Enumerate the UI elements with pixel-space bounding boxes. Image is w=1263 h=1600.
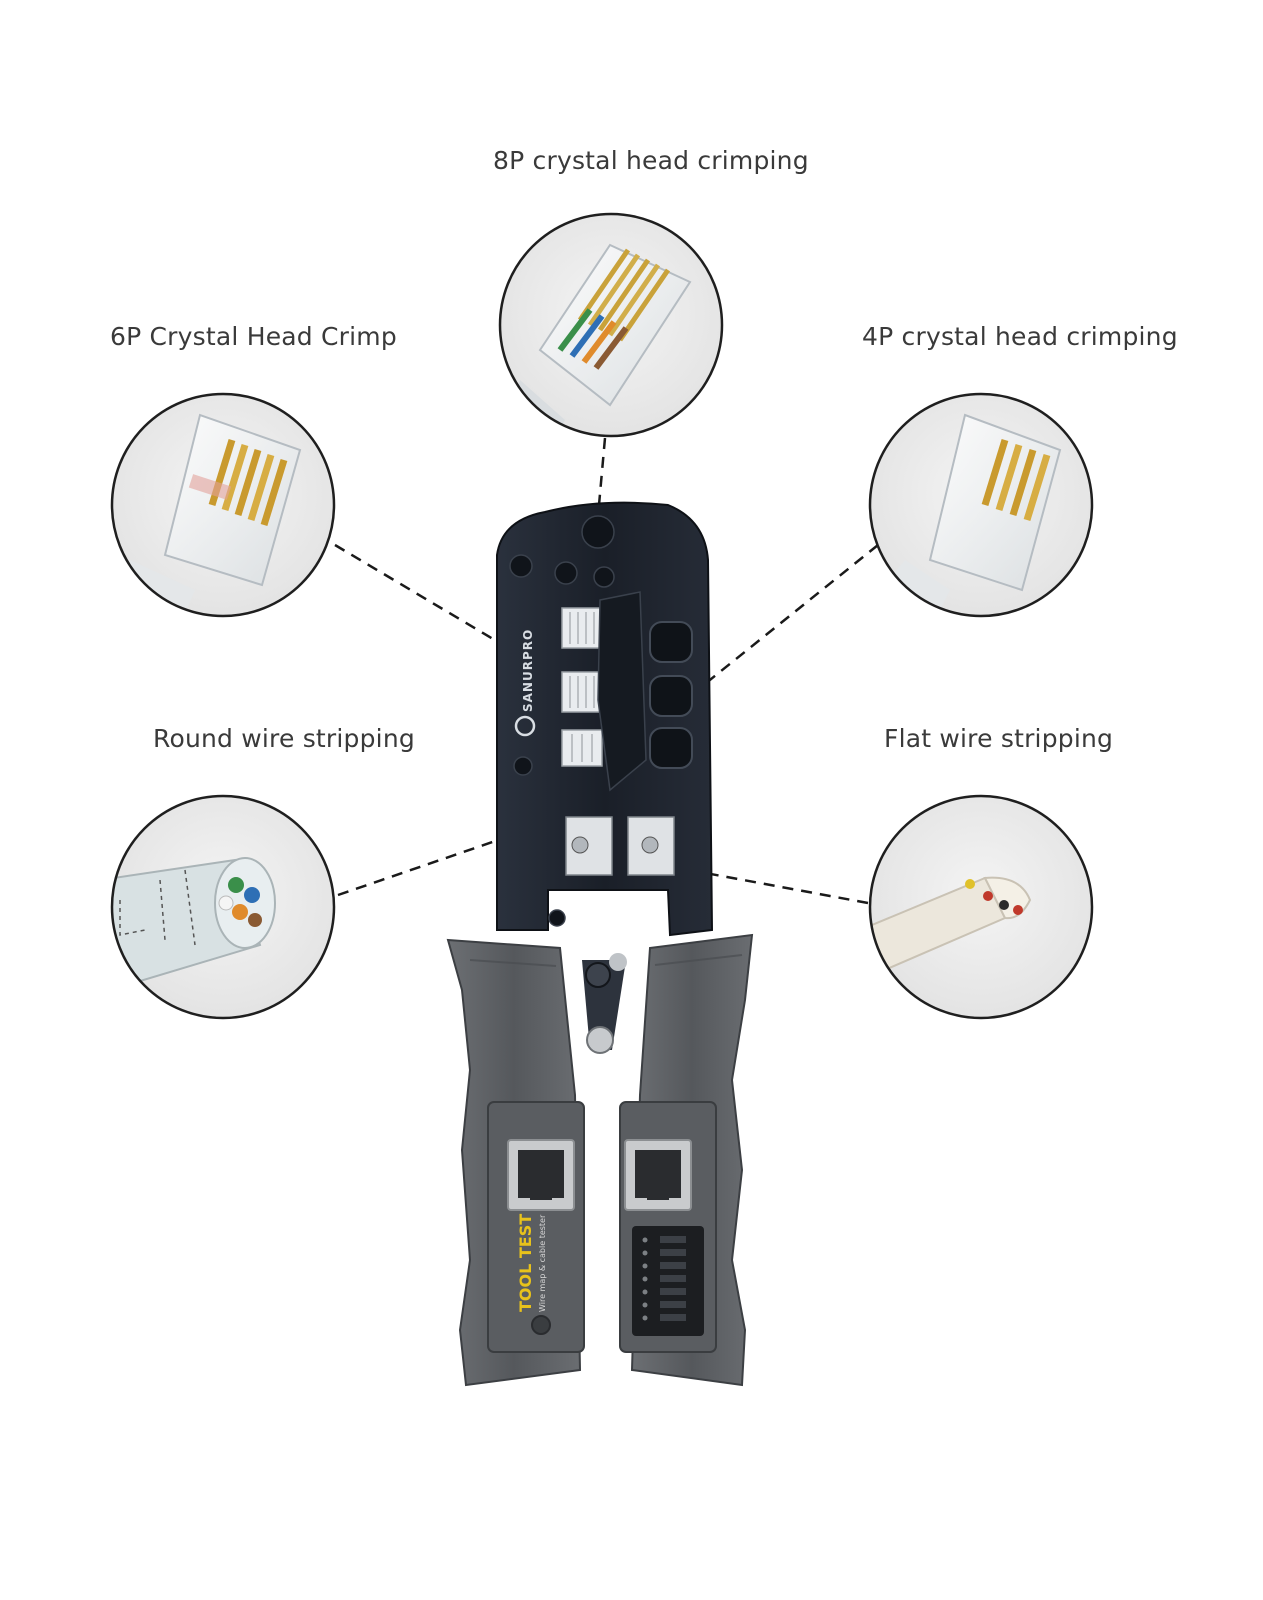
- crimp-jaw: [597, 591, 647, 792]
- label-4p-crimping: 4P crystal head crimping: [862, 322, 1178, 351]
- rj45-port-right: [624, 1139, 692, 1211]
- leader-8p: [597, 437, 607, 506]
- leader-flat: [699, 870, 869, 905]
- crimp-dies: [561, 607, 603, 767]
- crimping-tool-icon: TOOL TEST Wire map & cable tester: [446, 501, 754, 1387]
- label-round-wire-stripping: Round wire stripping: [153, 724, 415, 753]
- callout-4p: [868, 392, 1094, 618]
- tester-brand-text: TOOL TEST: [516, 1214, 535, 1312]
- led-indicators: [660, 1236, 686, 1321]
- leader-6p: [334, 543, 521, 657]
- stripper-blades: [565, 816, 675, 876]
- pivot-screw: [585, 962, 611, 988]
- brand-logo-icon: [514, 715, 536, 737]
- label-flat-wire-stripping: Flat wire stripping: [884, 724, 1114, 753]
- label-8p-crimping: 8P crystal head crimping: [493, 146, 809, 175]
- callout-6p: [110, 392, 336, 618]
- callout-8p: [498, 212, 724, 438]
- lower-screw: [586, 1026, 614, 1054]
- round-cable-icon: [112, 857, 276, 992]
- tester-subtitle-text: Wire map & cable tester: [538, 1214, 547, 1312]
- callout-flat: [868, 794, 1094, 1020]
- strip-cavities: [649, 621, 693, 769]
- lock-knob: [609, 953, 627, 971]
- tester-button: [531, 1315, 551, 1335]
- brand-text: SANURPRO: [521, 629, 535, 712]
- callout-round: [110, 794, 336, 1020]
- flat-cable-icon: [870, 876, 1032, 974]
- head-bolts: [509, 515, 615, 927]
- rj45-port-left: [507, 1139, 575, 1211]
- label-6p-crimp: 6P Crystal Head Crimp: [110, 322, 397, 351]
